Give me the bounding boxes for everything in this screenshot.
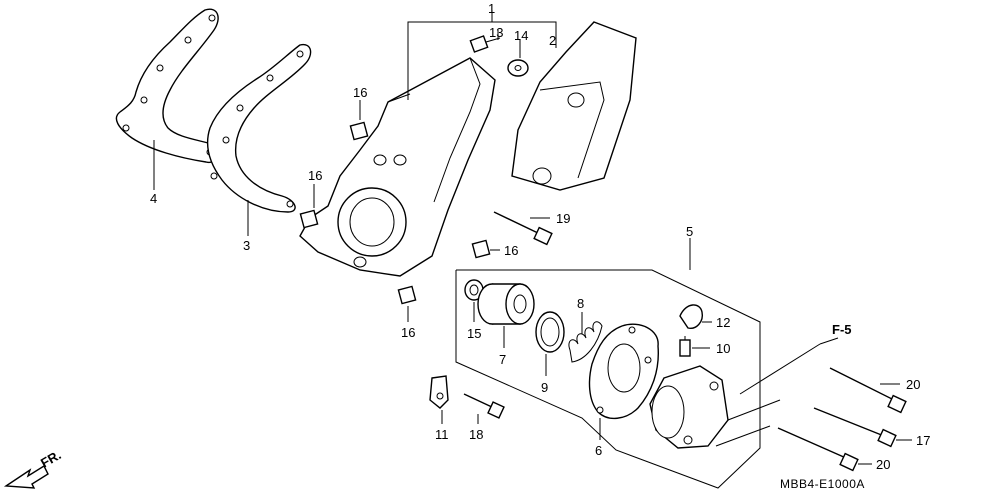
callout-3: 3 [243,238,250,253]
plate-part-11 [429,375,449,409]
spring-part-8 [568,321,603,363]
callout-20-lower: 20 [876,457,890,472]
reference-label: F-5 [832,322,852,337]
collar-part-16-right [471,239,491,259]
callout-2: 2 [549,33,556,48]
callout-16-bottom: 16 [401,325,415,340]
callout-7: 7 [499,352,506,367]
callout-18: 18 [469,427,483,442]
callout-8: 8 [577,296,584,311]
collar-part-16-bottom [397,285,417,305]
collar-part-16-top [349,121,369,141]
gasket-part-3 [206,43,312,213]
callout-5: 5 [686,224,693,239]
collar-part-16-left [299,209,319,229]
callout-1: 1 [488,1,495,16]
seal-part-9 [535,311,565,353]
callout-4: 4 [150,191,157,206]
callout-13: 13 [489,25,503,40]
oil-seal-part-15 [464,279,484,301]
bolt-part-17 [813,407,897,448]
bolt-part-19 [493,211,553,246]
callout-9: 9 [541,380,548,395]
callout-10: 10 [716,341,730,356]
washer-part-14 [507,59,529,77]
callout-6: 6 [595,443,602,458]
cover-assembly-part-1 [299,57,496,277]
bleed-valve-part-10 [679,336,691,357]
piston-part-7 [477,283,535,325]
callout-15: 15 [467,326,481,341]
insulator-part-2 [511,21,637,191]
callout-11: 11 [435,427,449,442]
callout-16-right: 16 [504,243,518,258]
bolt-part-20-lower [777,427,859,472]
clip-part-12 [679,304,703,329]
callout-12: 12 [716,315,730,330]
callout-20-upper: 20 [906,377,920,392]
bolt-part-20-upper [829,367,907,414]
bolt-part-18 [463,393,505,419]
callout-17: 17 [916,433,930,448]
callout-16-top: 16 [353,85,367,100]
gasket-part-6 [588,323,660,419]
diagram-code: MBB4-E1000A [780,477,865,491]
callout-16-left: 16 [308,168,322,183]
callout-14: 14 [514,28,528,43]
front-arrow-icon [3,464,49,489]
gasket-part-4 [115,8,220,164]
callout-19: 19 [556,211,570,226]
slave-cylinder-body [649,365,729,449]
